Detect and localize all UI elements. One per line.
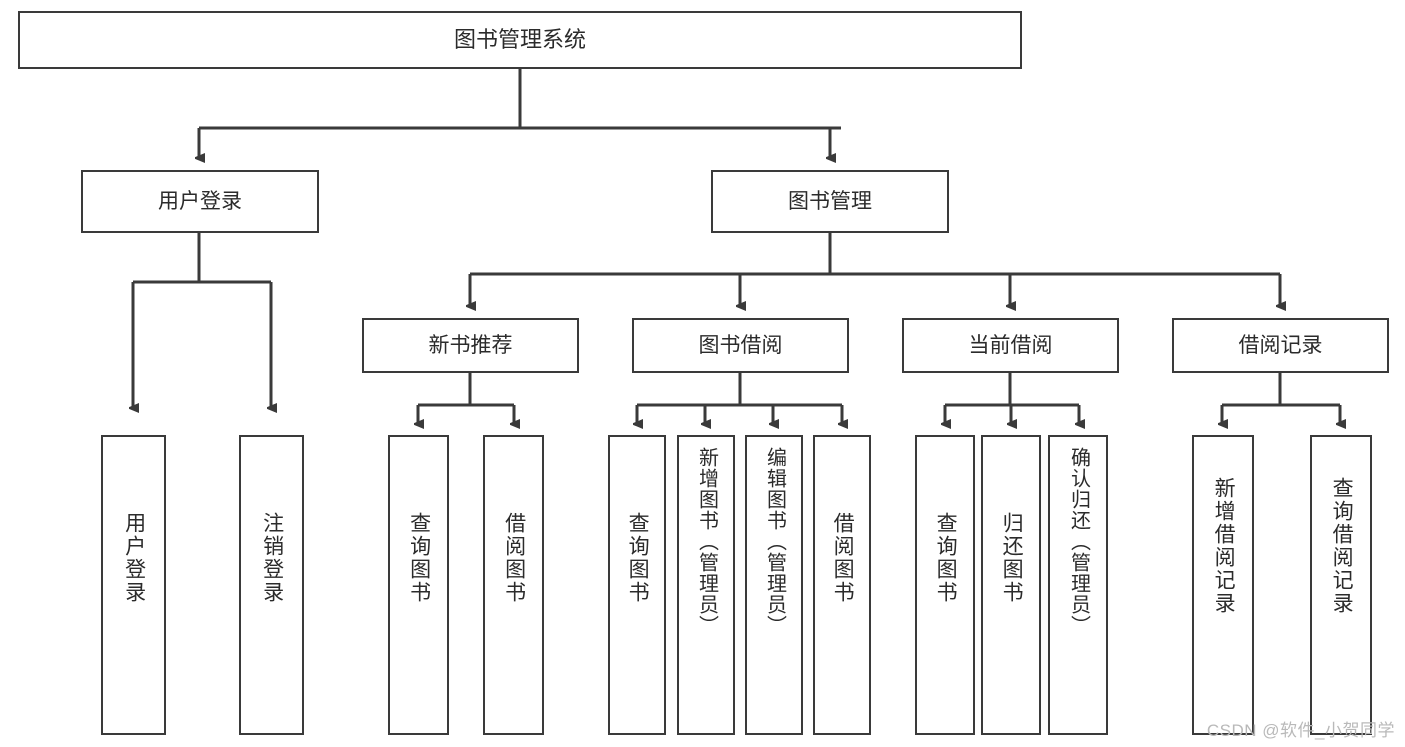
leaf-edit-book-admin[interactable]: 编辑图书（管理员） bbox=[745, 435, 803, 735]
node-label: 注销登录 bbox=[260, 512, 284, 604]
node-label: 查询图书 bbox=[934, 512, 958, 604]
node-label: 查询图书 bbox=[407, 512, 431, 604]
leaf-return-book[interactable]: 归还图书 bbox=[981, 435, 1041, 735]
node-label: 归还图书 bbox=[1000, 512, 1024, 604]
node-label: 图书管理 bbox=[788, 189, 872, 213]
leaf-borrow-book[interactable]: 借阅图书 bbox=[813, 435, 871, 735]
node-borrow-record[interactable]: 借阅记录 bbox=[1172, 318, 1389, 373]
node-label: 新增图书（管理员） bbox=[695, 447, 718, 636]
node-label: 借阅记录 bbox=[1238, 333, 1323, 357]
leaf-add-borrow-record[interactable]: 新增借阅记录 bbox=[1192, 435, 1254, 735]
leaf-borrow-book-recommend[interactable]: 借阅图书 bbox=[483, 435, 544, 735]
leaf-query-book-recommend[interactable]: 查询图书 bbox=[388, 435, 449, 735]
node-current-borrow[interactable]: 当前借阅 bbox=[902, 318, 1119, 373]
leaf-confirm-return-admin[interactable]: 确认归还（管理员） bbox=[1048, 435, 1108, 735]
node-label: 编辑图书（管理员） bbox=[763, 447, 786, 636]
leaf-add-book-admin[interactable]: 新增图书（管理员） bbox=[677, 435, 735, 735]
node-label: 图书管理系统 bbox=[453, 26, 586, 52]
node-label: 用户登录 bbox=[158, 189, 242, 213]
leaf-query-book-current[interactable]: 查询图书 bbox=[915, 435, 975, 735]
node-book-borrow[interactable]: 图书借阅 bbox=[632, 318, 849, 373]
leaf-logout-login[interactable]: 注销登录 bbox=[239, 435, 304, 735]
node-label: 确认归还（管理员） bbox=[1067, 447, 1090, 636]
node-new-book-recommend[interactable]: 新书推荐 bbox=[362, 318, 579, 373]
node-label: 当前借阅 bbox=[968, 333, 1053, 357]
node-label: 新书推荐 bbox=[428, 333, 513, 357]
node-label: 新增借阅记录 bbox=[1212, 477, 1236, 615]
node-label: 用户登录 bbox=[122, 512, 146, 604]
node-book-management[interactable]: 图书管理 bbox=[711, 170, 949, 233]
leaf-query-book-borrow[interactable]: 查询图书 bbox=[608, 435, 666, 735]
node-label: 借阅图书 bbox=[831, 512, 855, 604]
csdn-watermark: CSDN @软件_小贺同学 bbox=[1206, 721, 1395, 740]
node-root-system[interactable]: 图书管理系统 bbox=[18, 11, 1022, 69]
node-label: 图书借阅 bbox=[698, 333, 783, 357]
node-user-login[interactable]: 用户登录 bbox=[81, 170, 319, 233]
leaf-user-login[interactable]: 用户登录 bbox=[101, 435, 166, 735]
node-label: 借阅图书 bbox=[502, 512, 526, 604]
leaf-query-borrow-record[interactable]: 查询借阅记录 bbox=[1310, 435, 1372, 735]
node-label: 查询借阅记录 bbox=[1330, 477, 1354, 615]
node-label: 查询图书 bbox=[626, 512, 650, 604]
